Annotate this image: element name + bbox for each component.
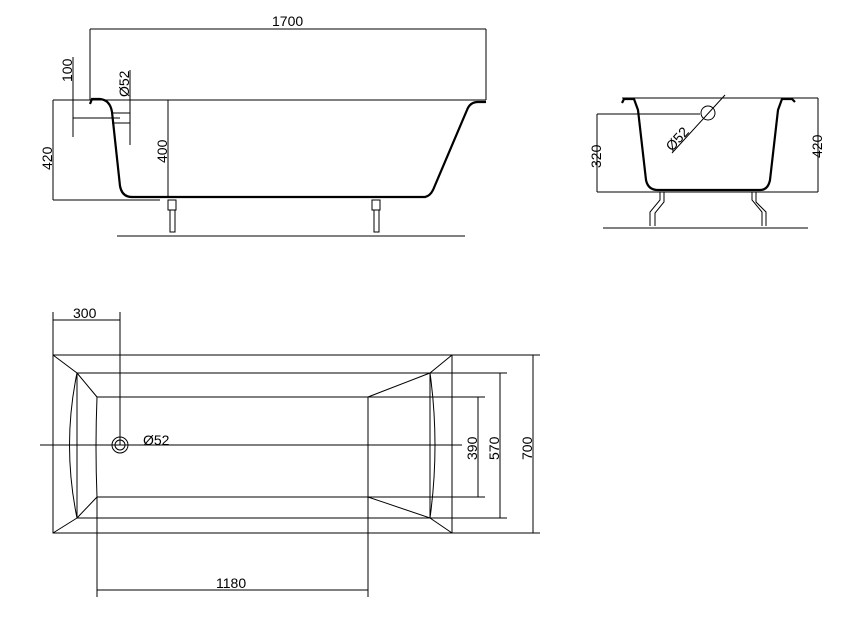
outer-rim — [52, 354, 453, 534]
height-420-label: 420 — [39, 146, 55, 170]
overflow-circle — [700, 105, 716, 121]
depth-320-label: 320 — [588, 144, 604, 168]
depth-400-label: 400 — [154, 139, 170, 163]
inner-width-label: 570 — [486, 436, 502, 460]
overflow-offset-label: 100 — [59, 58, 75, 82]
leg — [371, 199, 381, 233]
outer-width-label: 700 — [519, 436, 535, 460]
leg — [167, 199, 177, 233]
basin-length-label: 1180 — [216, 575, 246, 591]
drain-diameter-label: Ø52 — [143, 432, 170, 448]
side-view: 1700 420 100 Ø52 400 — [39, 13, 487, 237]
height-420-end-label: 420 — [809, 134, 825, 158]
leg — [751, 192, 767, 226]
leg — [649, 192, 665, 226]
plan-view: Ø52 300 1180 390 570 700 — [40, 305, 540, 597]
tub-profile-side — [88, 97, 486, 199]
tub-profile-end — [621, 97, 796, 192]
length-label: 1700 — [272, 13, 303, 29]
drain-offset-label: 300 — [73, 305, 97, 321]
overflow-diameter-label: Ø52 — [116, 70, 132, 97]
basin-width-label: 390 — [464, 436, 480, 460]
end-view: 320 420 Ø52 — [588, 94, 825, 229]
basin — [95, 396, 369, 498]
end-overflow-diameter-label: Ø52 — [662, 123, 692, 154]
